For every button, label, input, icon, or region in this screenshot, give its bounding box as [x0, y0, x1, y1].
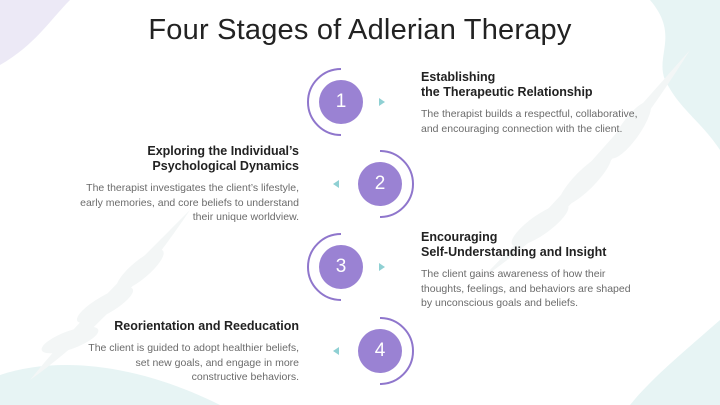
- teal-corner-shape-bottom-right: [630, 320, 720, 405]
- stage-2-number: 2: [358, 162, 402, 206]
- stage-1-arc: [307, 68, 342, 136]
- leaf-decoration-right: [480, 50, 690, 280]
- stage-4-arc: [379, 317, 414, 385]
- stage-4-number: 4: [358, 329, 402, 373]
- slide-title: Four Stages of Adlerian Therapy: [148, 14, 572, 46]
- stage-4-description: The client is guided to adopt healthier …: [88, 342, 299, 383]
- stage-1-number: 1: [319, 80, 363, 124]
- stage-3-description: The client gains awareness of how their …: [421, 268, 631, 309]
- lavender-corner-shape: [0, 0, 70, 65]
- stage-1-arrow-icon: [379, 98, 385, 106]
- stage-1-text: Establishing the Therapeutic Relationshi…: [421, 70, 701, 136]
- stage-4-heading: Reorientation and Reeducation: [114, 319, 299, 333]
- stage-1-heading: Establishing the Therapeutic Relationshi…: [421, 70, 593, 99]
- stage-3-arrow-icon: [379, 263, 385, 271]
- leaf-decoration-left: [30, 210, 190, 380]
- stage-3-heading: Encouraging Self-Understanding and Insig…: [421, 230, 607, 259]
- stage-3-text: Encouraging Self-Understanding and Insig…: [421, 230, 701, 311]
- stage-1-description: The therapist builds a respectful, colla…: [421, 108, 638, 135]
- stage-2-text: Exploring the Individual’s Psychological…: [20, 144, 299, 225]
- stage-3-arc: [307, 233, 342, 301]
- stage-3-number: 3: [319, 245, 363, 289]
- stage-4-arrow-icon: [333, 347, 339, 355]
- stage-2-arc: [379, 150, 414, 218]
- stage-4-text: Reorientation and Reeducation The client…: [20, 319, 299, 385]
- stage-2-arrow-icon: [333, 180, 339, 188]
- stage-2-heading: Exploring the Individual’s Psychological…: [147, 144, 299, 173]
- stage-2-description: The therapist investigates the client’s …: [80, 182, 299, 223]
- teal-corner-shape-bottom: [0, 365, 220, 405]
- teal-corner-shape-top: [650, 0, 720, 150]
